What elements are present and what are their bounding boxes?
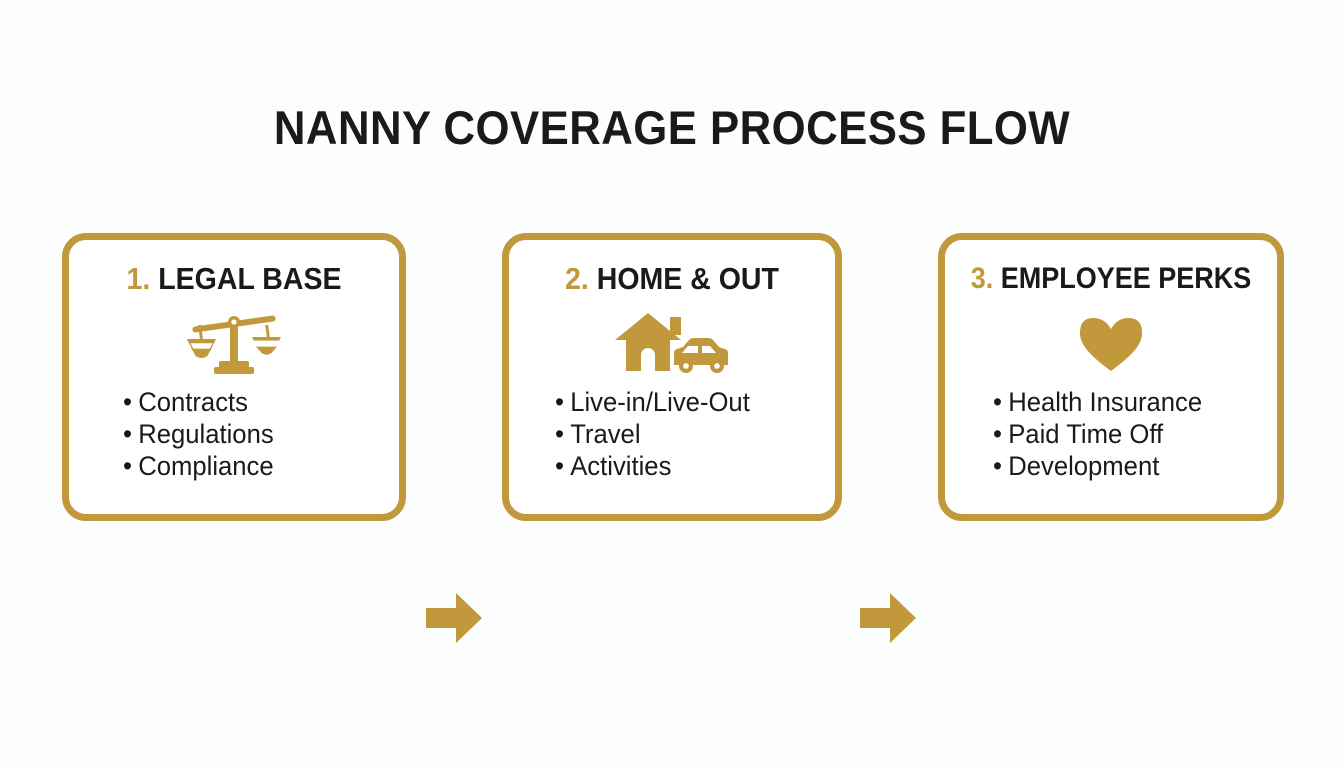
list-item: Regulations bbox=[123, 418, 273, 450]
step-title: LEGAL BASE bbox=[158, 261, 342, 296]
list-item: Contracts bbox=[123, 386, 274, 418]
list-item: Paid Time Off bbox=[993, 418, 1202, 450]
heart-icon bbox=[945, 308, 1277, 380]
step-bullet-list: Health Insurance Paid Time Off Developme… bbox=[993, 386, 1202, 482]
step-number: 3. bbox=[970, 262, 994, 295]
list-item: Activities bbox=[555, 450, 750, 482]
list-item: Health Insurance bbox=[993, 386, 1202, 418]
list-item: Compliance bbox=[123, 450, 274, 482]
step-card-employee-perks[interactable]: 3. EMPLOYEE PERKS Health Insurance Paid … bbox=[938, 233, 1284, 521]
step-number: 1. bbox=[126, 261, 151, 296]
step-card-legal-base[interactable]: 1. LEGAL BASE bbox=[62, 233, 406, 521]
step-bullet-list: Contracts Regulations Compliance bbox=[123, 386, 274, 482]
arrow-right-icon bbox=[424, 589, 484, 647]
step-card-home-and-out[interactable]: 2. HOME & OUT bbox=[502, 233, 842, 521]
list-item: Development bbox=[993, 450, 1202, 482]
list-item: Travel bbox=[555, 418, 750, 450]
step-number: 2. bbox=[565, 261, 589, 296]
list-item: Live-in/Live-Out bbox=[555, 386, 750, 418]
step-title: EMPLOYEE PERKS bbox=[1000, 262, 1252, 295]
arrow-right-icon bbox=[858, 589, 918, 647]
step-heading: 1. LEGAL BASE bbox=[82, 261, 386, 296]
house-and-car-icon bbox=[509, 308, 835, 380]
step-title: HOME & OUT bbox=[596, 261, 779, 296]
step-bullet-list: Live-in/Live-Out Travel Activities bbox=[555, 386, 750, 482]
step-heading: 2. HOME & OUT bbox=[522, 261, 822, 296]
steps-row: 1. LEGAL BASE bbox=[0, 233, 1344, 643]
scales-of-justice-icon bbox=[69, 308, 399, 380]
step-heading: 3. EMPLOYEE PERKS bbox=[962, 262, 1261, 295]
page-title: NANNY COVERAGE PROCESS FLOW bbox=[273, 101, 1071, 154]
